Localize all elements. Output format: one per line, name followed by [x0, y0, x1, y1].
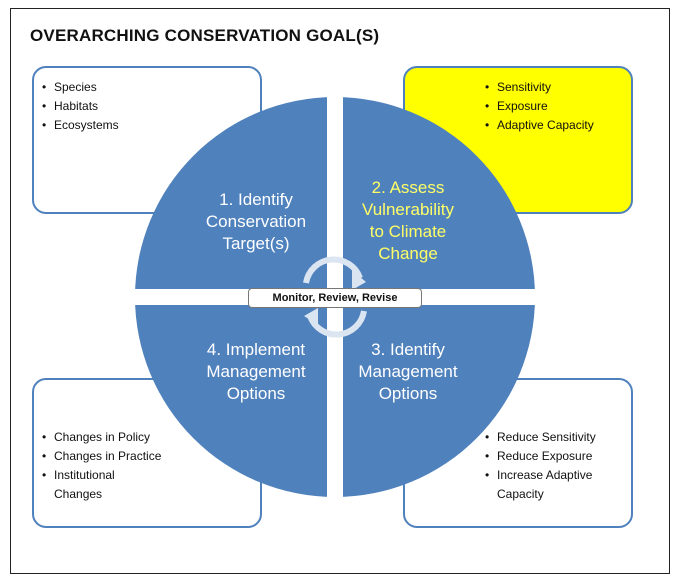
quadrant-line: 4. Implement: [207, 340, 306, 359]
quadrant-line: Vulnerability: [362, 200, 454, 219]
quadrant-line: 1. Identify: [219, 190, 293, 209]
box-list: SensitivityExposureAdaptive Capacity: [485, 78, 631, 135]
arrow-head-icon: [304, 308, 318, 325]
bullet-item: Habitats: [42, 97, 260, 116]
quadrant-line: Management: [358, 362, 458, 381]
bullet-item: Reduce Sensitivity: [485, 428, 631, 447]
box-list: Reduce SensitivityReduce ExposureIncreas…: [485, 428, 631, 504]
arrow-head-icon: [352, 270, 366, 290]
bullet-item: Changes in Practice: [42, 447, 260, 466]
bullet-item: Exposure: [485, 97, 631, 116]
bullet-item: Adaptive Capacity: [485, 116, 631, 135]
quadrant-line: 3. Identify: [371, 340, 445, 359]
quadrant-line: to Climate: [370, 222, 447, 241]
box-list: SpeciesHabitatsEcosystems: [42, 78, 260, 135]
quadrant-line: Management: [206, 362, 306, 381]
bullet-item: Species: [42, 78, 260, 97]
quadrant-line: Target(s): [222, 234, 289, 253]
quadrant-line: Options: [227, 384, 286, 403]
bullet-item: Sensitivity: [485, 78, 631, 97]
bullet-item: Ecosystems: [42, 116, 260, 135]
bullet-item: Reduce Exposure: [485, 447, 631, 466]
quadrant-line: Conservation: [206, 212, 306, 231]
quadrant-line: Change: [378, 244, 438, 263]
bullet-item: Changes in Policy: [42, 428, 260, 447]
cycle-arrows-icon: [303, 256, 367, 338]
diagram-title: OVERARCHING CONSERVATION GOAL(S): [30, 26, 380, 45]
quadrant-line: Options: [379, 384, 438, 403]
quadrant-line: 2. Assess: [372, 178, 445, 197]
monitor-review-revise-label: Monitor, Review, Revise: [248, 288, 422, 308]
box-list: Changes in PolicyChanges in PracticeInst…: [42, 428, 260, 504]
